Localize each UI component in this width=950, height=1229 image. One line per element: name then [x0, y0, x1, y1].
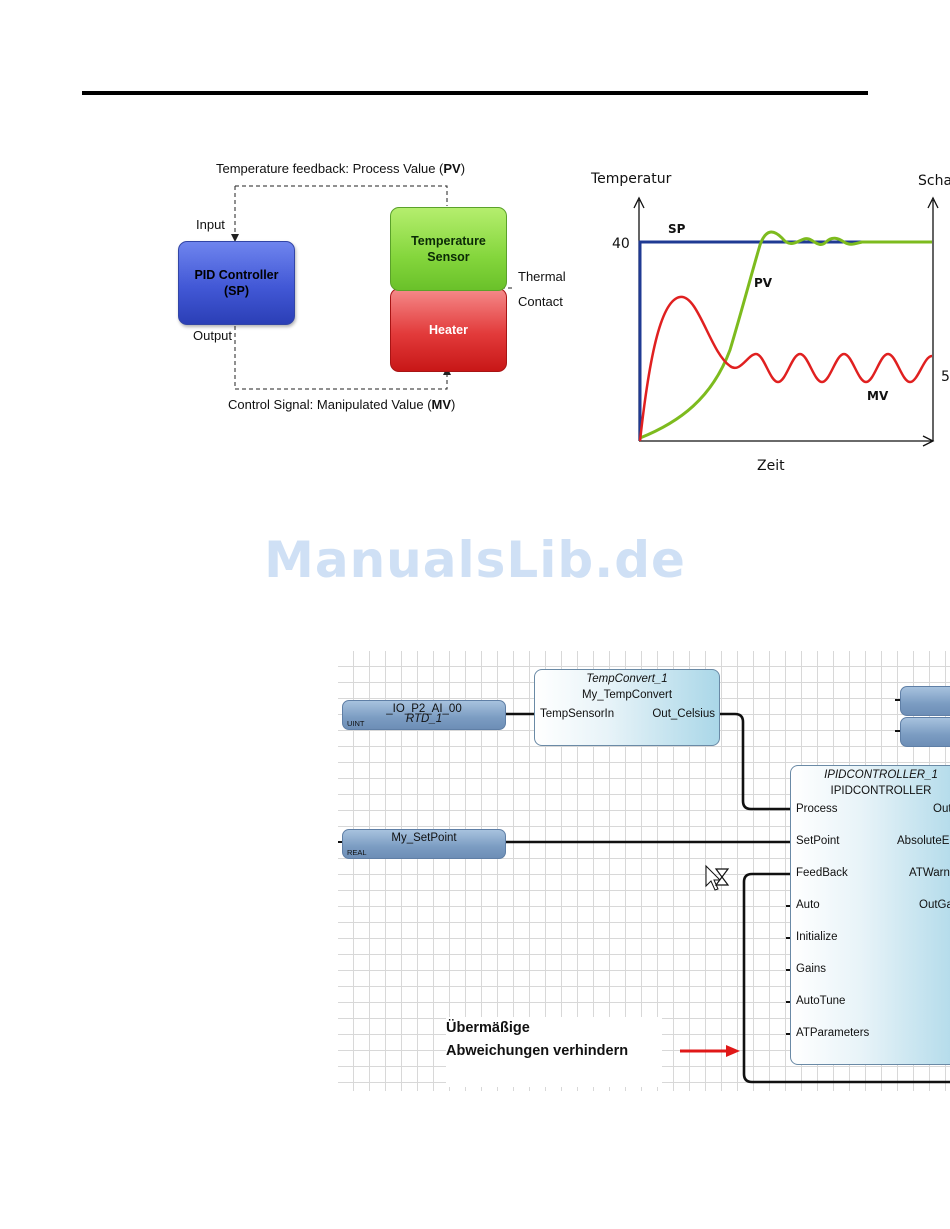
- pid-output-absoluteerror: AbsoluteE: [897, 835, 950, 847]
- pv-line: [639, 230, 932, 440]
- header-rule: [82, 91, 868, 95]
- tempconvert-output-pin: Out_Celsius: [652, 708, 715, 720]
- heater-box: Heater: [390, 288, 507, 372]
- x-axis-label: Zeit: [757, 458, 785, 474]
- setpoint-variable-name: My_SetPoint: [391, 832, 457, 844]
- pid-input-feedback: FeedBack: [796, 867, 848, 879]
- tempconvert-instance-name: TempConvert_1: [586, 673, 668, 685]
- pid-input-gains: Gains: [796, 963, 827, 975]
- output-variable-block-2[interactable]: [900, 717, 950, 747]
- pv-series-label: PV: [754, 276, 773, 290]
- rtd-variable-block[interactable]: _IO_P2_AI_00 RTD_1 UINT: [342, 700, 506, 730]
- input-label: Input: [196, 217, 225, 232]
- setpoint-variable-type: REAL: [347, 848, 367, 857]
- thermal-label: Thermal: [518, 269, 566, 284]
- control-signal-label: Control Signal: Manipulated Value (MV): [228, 397, 456, 412]
- pid-input-atparameters: ATParameters: [796, 1027, 870, 1039]
- rtd-variable-type: UINT: [347, 719, 365, 728]
- watermark: ManualsLib.de: [264, 531, 686, 589]
- annotation-line-2: Abweichungen verhindern: [446, 1043, 629, 1059]
- pid-output-outgains: OutGa: [919, 899, 950, 911]
- rtd-variable-name: _IO_P2_AI_00: [386, 703, 462, 715]
- sp-series-label: SP: [668, 222, 686, 236]
- tempconvert-input-pin: TempSensorIn: [540, 708, 615, 720]
- contact-label: Contact: [518, 294, 563, 309]
- annotation-callout: Übermäßige Abweichungen verhindern: [446, 1017, 662, 1087]
- tempconvert-type-name: My_TempConvert: [581, 689, 673, 701]
- sp-line: [638, 240, 932, 441]
- pid-input-initialize: Initialize: [796, 931, 838, 943]
- pid-output-atwarning: ATWarn: [909, 867, 950, 879]
- pid-output-out: Out: [933, 803, 950, 815]
- pid-input-auto: Auto: [796, 899, 820, 911]
- pid-instance-name: IPIDCONTROLLER_1: [824, 769, 938, 781]
- setpoint-variable-block[interactable]: My_SetPoint REAL: [342, 829, 506, 859]
- tempconvert-block[interactable]: TempConvert_1 My_TempConvert TempSensorI…: [534, 669, 720, 746]
- pid-input-autotune: AutoTune: [796, 995, 846, 1007]
- cursor-icon: [705, 864, 730, 891]
- mv-line: [638, 295, 933, 442]
- y2-axis-label: Scha: [918, 173, 950, 189]
- output-label: Output: [193, 328, 233, 343]
- mv-series-label: MV: [867, 389, 889, 403]
- pid-input-setpoint: SetPoint: [796, 835, 840, 847]
- pid-type-name: IPIDCONTROLLER: [830, 785, 932, 797]
- y-axis-label: Temperatur: [591, 171, 672, 187]
- y2-tick-label: 5: [941, 369, 950, 385]
- feedback-label: Temperature feedback: Process Value (PV): [216, 161, 466, 176]
- annotation-line-1: Übermäßige: [446, 1020, 530, 1036]
- ipidcontroller-block[interactable]: IPIDCONTROLLER_1 IPIDCONTROLLER Process …: [790, 765, 950, 1065]
- pid-controller-box: PID Controller(SP): [178, 241, 295, 325]
- chart-svg: [633, 196, 939, 447]
- rtd-variable-alias: RTD_1: [405, 713, 443, 725]
- pid-input-process: Process: [796, 803, 838, 815]
- y-tick-label: 40: [612, 236, 630, 252]
- output-variable-block-1[interactable]: [900, 686, 950, 716]
